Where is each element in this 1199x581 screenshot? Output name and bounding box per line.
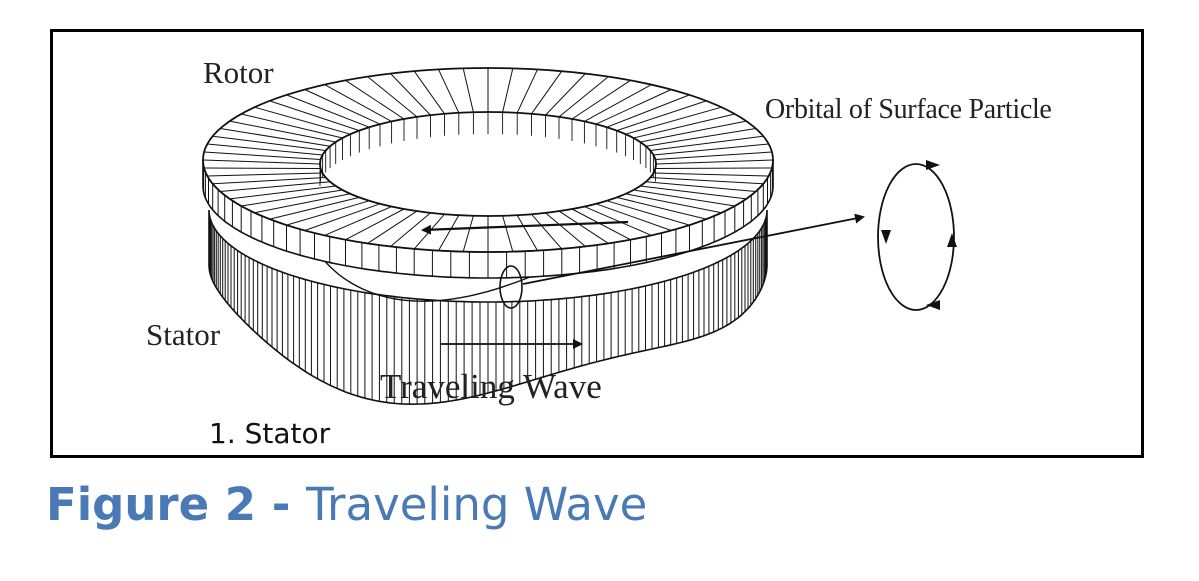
orbital-arrowhead xyxy=(881,230,891,244)
orbital-arrowhead xyxy=(947,233,957,247)
rotor-segment-line xyxy=(304,203,381,231)
caption-number: Figure 2 - xyxy=(46,478,307,531)
rotor-segment-line xyxy=(254,106,351,135)
rotor-segment-line xyxy=(324,84,392,122)
rotor-segment-line xyxy=(584,84,652,122)
caption-text: Traveling Wave xyxy=(306,478,648,531)
rotor-segment-line xyxy=(462,215,474,252)
motor-diagram xyxy=(202,67,957,406)
figure-frame: Rotor Orbital of Surface Particle Stator… xyxy=(50,29,1144,458)
rotor-label: Rotor xyxy=(203,55,274,90)
rotor-segment-line xyxy=(207,172,323,177)
rotor-segment-line xyxy=(367,76,418,118)
rotor-segment-line xyxy=(655,159,774,165)
rotor-segment-line xyxy=(653,143,769,156)
rotor-segment-line xyxy=(390,212,431,247)
rotor-segment-line xyxy=(502,68,514,113)
rotor-segment-line xyxy=(645,181,756,192)
rotor-segment-line xyxy=(571,79,631,120)
rotor-segment-line xyxy=(645,128,756,147)
rotor-segment-line xyxy=(212,135,326,151)
rotor-segment-line xyxy=(545,212,586,247)
rotor-segment-line xyxy=(202,159,321,165)
rotor-segment-line xyxy=(650,177,764,185)
item-number-text: 1. Stator xyxy=(209,417,331,450)
rotor-segment-line xyxy=(438,69,460,114)
rotor-segment-line xyxy=(269,196,360,220)
rotor-segment-line xyxy=(558,210,609,244)
rotor-segment-line xyxy=(633,113,735,139)
rotor-segment-line xyxy=(207,143,323,156)
orbital-arrowhead xyxy=(926,300,940,310)
orbital-arrowhead xyxy=(926,160,940,170)
orbital-pointer-arrow xyxy=(522,213,865,285)
rotor-segment-line xyxy=(462,68,474,113)
rotor-direction-arrow xyxy=(421,220,629,235)
rotor-segment-line xyxy=(367,210,418,244)
rotor-segment-line xyxy=(571,208,631,241)
rotor-segment-line xyxy=(204,151,321,160)
rotor-segment-line xyxy=(254,193,351,214)
rotor-segment-line xyxy=(345,79,405,120)
arrows xyxy=(421,160,957,349)
rotor-segment-line xyxy=(531,213,563,250)
particle-marker xyxy=(499,265,523,309)
rotor-segment-line xyxy=(650,135,764,151)
rotor-segment-line xyxy=(584,206,652,236)
rotor-segment-line xyxy=(304,89,381,125)
stator-label: Stator xyxy=(146,317,221,352)
rotor-segment-line xyxy=(212,177,326,185)
stator-body xyxy=(208,209,768,406)
orbital-ellipse xyxy=(877,163,955,311)
rotor-segment-line xyxy=(625,193,722,214)
rotor-ring xyxy=(202,67,774,279)
rotor-segment-line xyxy=(616,196,707,220)
rotor-segment-line xyxy=(595,203,672,231)
rotor-segment-line xyxy=(653,172,769,177)
rotor-segment-line xyxy=(606,200,690,226)
rotor-segment-line xyxy=(345,208,405,241)
rotor-segment-line xyxy=(241,113,343,139)
figure-caption: Figure 2 - Traveling Wave xyxy=(46,482,647,527)
rotor-segment-line xyxy=(286,94,370,128)
rotor-segment-line xyxy=(438,214,460,251)
rotor-segment-line xyxy=(516,69,538,114)
rotor-segment-line xyxy=(502,215,514,252)
rotor-segment-line xyxy=(640,120,747,143)
rotor-segment-line xyxy=(324,206,392,236)
rotor-segment-line xyxy=(545,73,586,116)
rotor-segment-line xyxy=(595,89,672,125)
rotor-segment-line xyxy=(204,167,321,169)
rotor-segment-line xyxy=(606,94,690,128)
rotor-segment-line xyxy=(220,181,331,192)
rotor-segment-line xyxy=(640,185,747,200)
rotor-segment-line xyxy=(516,214,538,251)
rotor-segment-line xyxy=(616,100,707,132)
rotor-segment-line xyxy=(269,100,360,132)
rotor-segment-line xyxy=(633,189,735,207)
rotor-segment-line xyxy=(241,189,343,207)
rotor-segment-line xyxy=(220,128,331,147)
rotor-segment-line xyxy=(655,151,772,160)
traveling-wave-label: Traveling Wave xyxy=(380,367,602,406)
rotor-segment-line xyxy=(558,76,609,118)
rotor-segment-line xyxy=(286,200,370,226)
orbital-label: Orbital of Surface Particle xyxy=(765,94,1052,125)
rotor-segment-line xyxy=(655,167,772,169)
rotor-segment-line xyxy=(625,106,722,135)
rotor-segment-line xyxy=(413,70,445,115)
rotor-segment-line xyxy=(531,70,563,115)
rotor-segment-line xyxy=(390,73,431,116)
rotor-segment-line xyxy=(229,120,336,143)
rotor-segment-line xyxy=(229,185,336,200)
